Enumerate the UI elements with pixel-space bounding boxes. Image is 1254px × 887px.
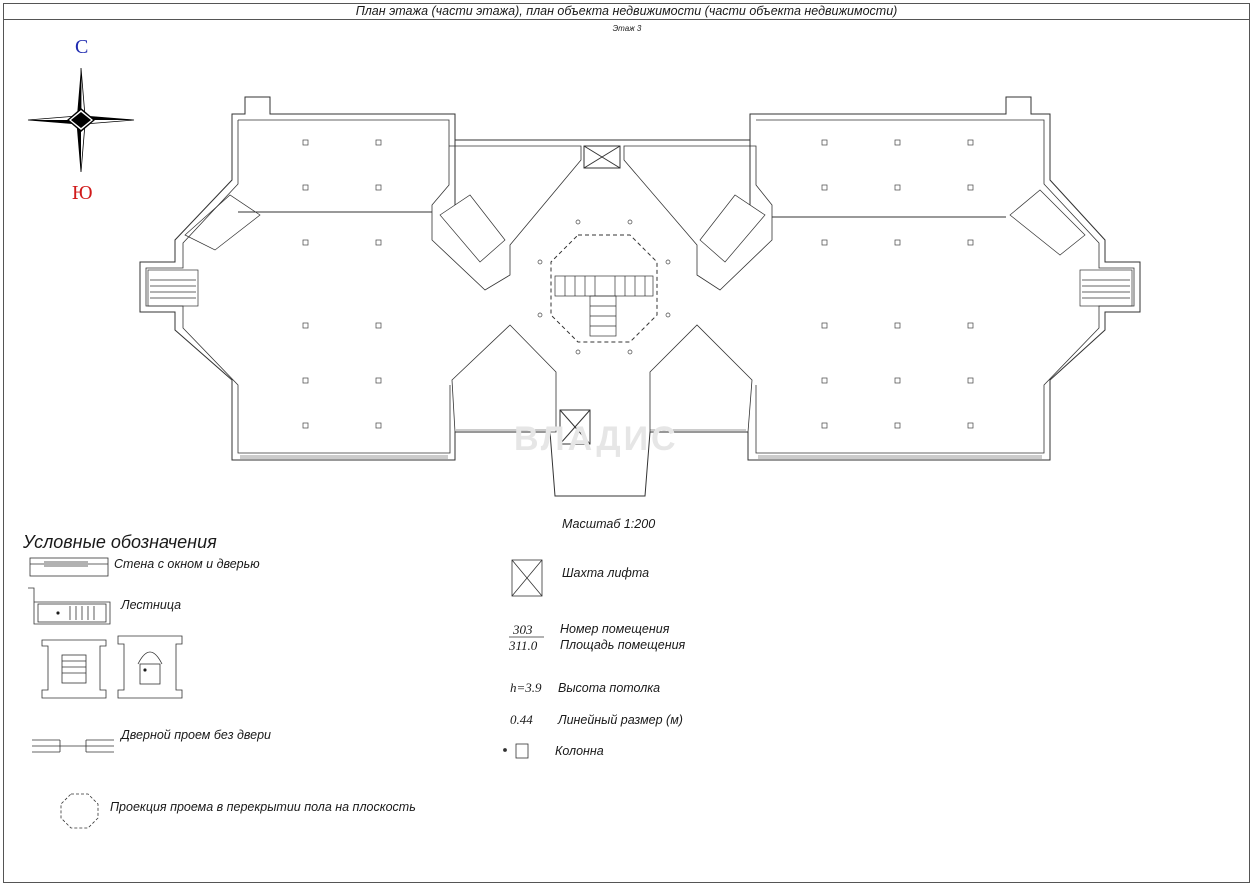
legend-wall-label: Стена с окном и дверью [114,557,260,571]
watermark: ВЛАДИС [514,420,679,458]
compass-south-label: Ю [72,182,93,204]
scale-label: Масштаб 1:200 [562,517,656,531]
legend-room-number-sample: 303 [513,622,533,637]
legend-elevator-label: Шахта лифта [562,566,650,580]
legend-room-number-label: Номер помещения [560,622,670,636]
building-outline [139,96,1141,497]
compass-north-label: С [75,36,89,58]
legend-stairwell-symbol-a [41,639,107,699]
legend-height-label: Высота потолка [558,681,661,695]
legend-stairwell-symbol-b [117,635,183,699]
legend-projection-symbol [60,793,99,829]
legend-column-symbol [515,743,529,759]
legend-stairs-symbol [28,587,111,625]
legend-room-area-sample: 311.0 [509,638,538,653]
legend-column-label: Колонна [555,744,604,758]
compass-rose-icon [27,67,135,173]
legend-projection-label: Проекция проема в перекрытии пола на пло… [110,800,416,814]
legend-column-dot [503,748,507,752]
legend-doorway-symbol [32,739,114,753]
legend-elevator-symbol [511,559,543,597]
drawing-frame [3,3,1250,883]
legend-height-sample: h=3.9 [510,680,542,695]
legend-title: Условные обозначения [23,532,217,552]
legend-wall-symbol [29,557,109,577]
legend-stairs-label: Лестница [121,598,182,612]
legend-room-area-label: Площадь помещения [560,638,686,652]
legend-dimension-sample: 0.44 [510,712,533,727]
floor-label: Этаж 3 [612,24,642,33]
page-title: План этажа (части этажа), план объекта н… [3,3,1250,20]
legend-dimension-label: Линейный размер (м) [558,713,683,727]
legend-doorway-label: Дверной проем без двери [121,728,271,742]
